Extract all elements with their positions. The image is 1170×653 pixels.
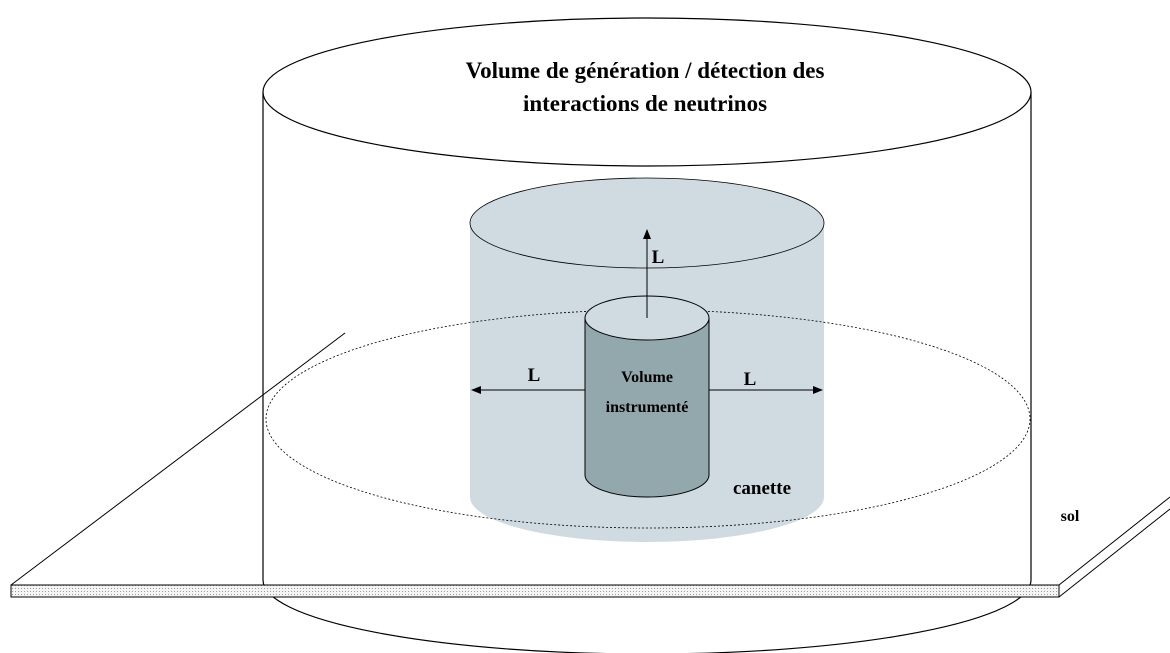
diagram-title-line1: Volume de génération / détection des (466, 58, 825, 83)
canette-label: canette (733, 478, 791, 499)
instrumented-volume-cylinder (584, 295, 710, 498)
ground-right-edge-lower (1058, 508, 1170, 598)
sol-label: sol (1061, 508, 1080, 525)
ground-level-dashed-ellipse (265, 309, 1031, 529)
generation-volume-top (262, 17, 1032, 167)
label-right-L: L (744, 369, 757, 390)
generation-volume-cylinder (262, 17, 1032, 653)
instrumented-volume-label-line2: instrumenté (606, 399, 689, 416)
diagram-title-line2: interactions de neutrinos (523, 91, 767, 116)
label-top-L: L (652, 247, 665, 268)
ground-plane (10, 332, 1170, 598)
instrumented-volume-body (584, 318, 710, 498)
ground-left-edge (10, 332, 346, 586)
instrumented-volume-label-line1: Volume (621, 369, 673, 386)
ground-right-edge-upper (1058, 496, 1170, 586)
label-left-L: L (528, 365, 541, 386)
ground-slab (10, 584, 1060, 598)
generation-volume-bottom-arc (262, 579, 1032, 653)
